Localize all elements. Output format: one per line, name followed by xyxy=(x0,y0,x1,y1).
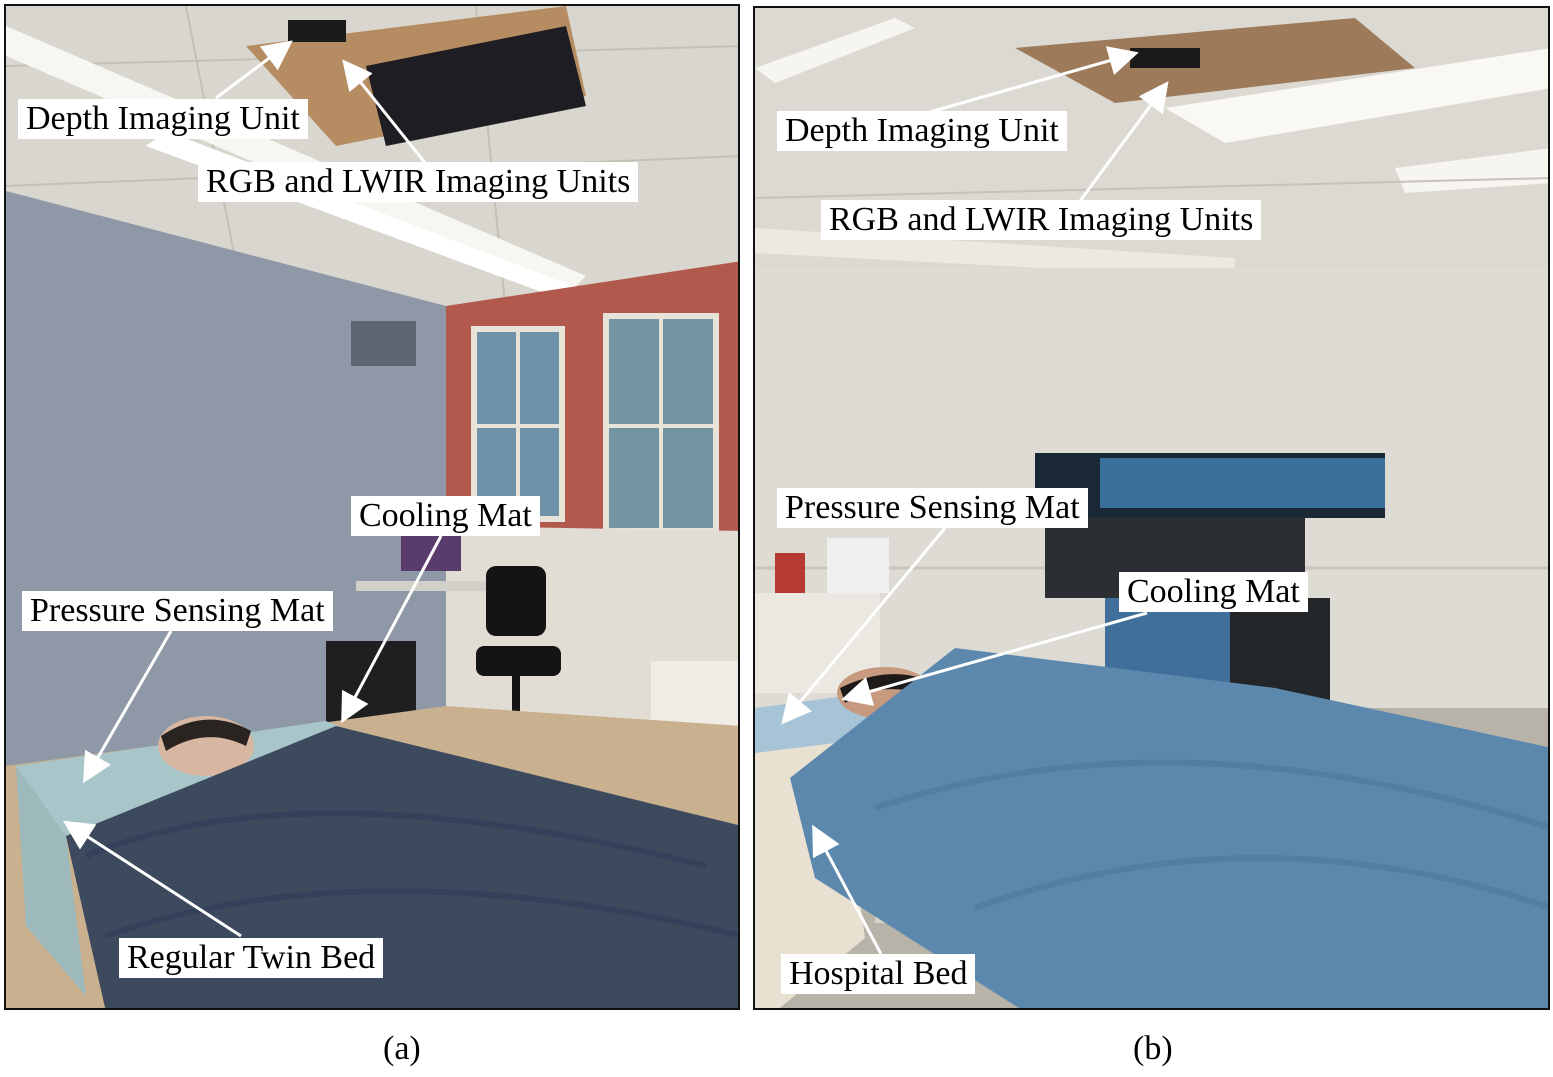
label-regular-twin-bed-a: Regular Twin Bed xyxy=(119,938,384,978)
label-rgb-lwir-units-a: RGB and LWIR Imaging Units xyxy=(198,162,639,202)
photo-panel-a: Depth Imaging Unit RGB and LWIR Imaging … xyxy=(4,4,740,1010)
photo-panel-b: Depth Imaging Unit RGB and LWIR Imaging … xyxy=(753,6,1550,1010)
label-depth-imaging-unit-b: Depth Imaging Unit xyxy=(777,111,1067,151)
caption-a: (a) xyxy=(383,1030,421,1067)
label-pressure-sensing-mat-a: Pressure Sensing Mat xyxy=(22,591,333,631)
label-pressure-sensing-mat-b: Pressure Sensing Mat xyxy=(777,488,1088,528)
label-cooling-mat-a: Cooling Mat xyxy=(351,496,540,536)
label-hospital-bed-b: Hospital Bed xyxy=(781,954,976,994)
label-depth-imaging-unit-a: Depth Imaging Unit xyxy=(18,99,308,139)
caption-b: (b) xyxy=(1133,1030,1173,1067)
label-cooling-mat-b: Cooling Mat xyxy=(1119,572,1308,612)
label-rgb-lwir-units-b: RGB and LWIR Imaging Units xyxy=(821,200,1262,240)
